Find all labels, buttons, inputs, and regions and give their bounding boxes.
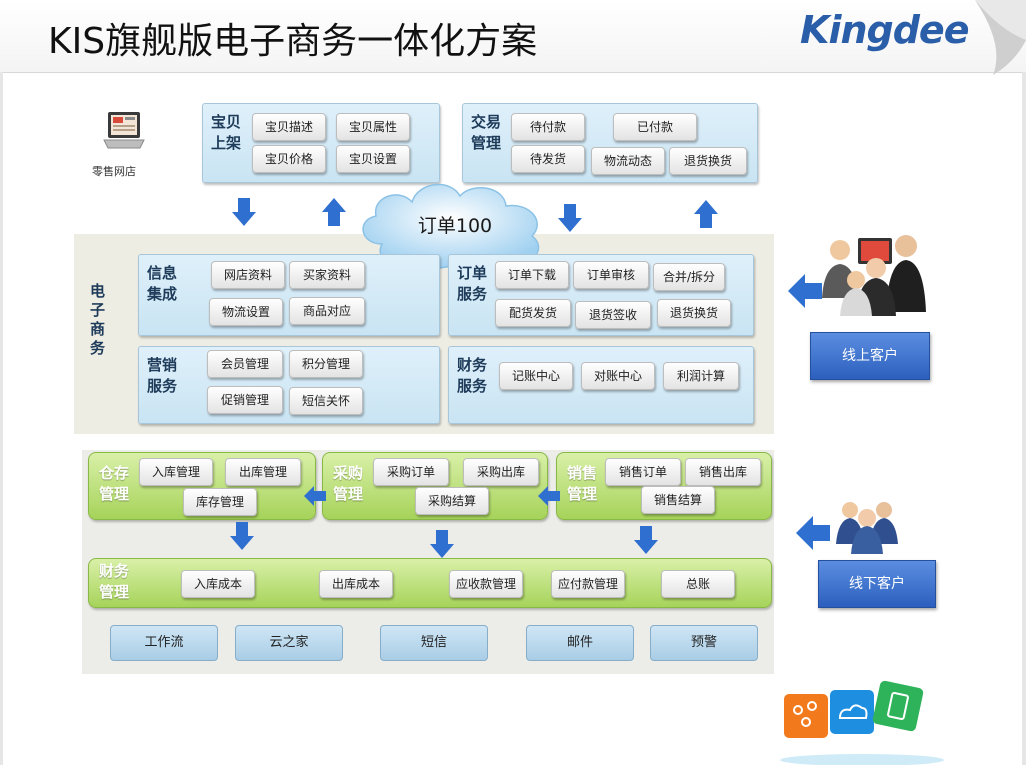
order-label: 订单服务 <box>457 264 488 303</box>
info-item-buyer[interactable]: 买家资料 <box>289 261 365 289</box>
arrow-left-icon <box>788 274 822 308</box>
marketing-panel: 营销服务 会员管理 积分管理 促销管理 短信关怀 <box>138 346 440 424</box>
marketing-item-members[interactable]: 会员管理 <box>207 350 283 378</box>
finance-management-label: 财务管理 <box>99 562 130 601</box>
arrow-down-icon <box>430 530 454 558</box>
finance-item-receivables[interactable]: 应收款管理 <box>449 570 523 598</box>
marketing-item-promotions[interactable]: 促销管理 <box>207 386 283 414</box>
arrow-left-icon <box>796 516 830 550</box>
sales-item-settlement[interactable]: 销售结算 <box>641 486 715 514</box>
finance-item-accounting[interactable]: 记账中心 <box>499 362 573 390</box>
arrow-down-icon <box>558 204 582 232</box>
arrow-left-icon <box>304 486 326 506</box>
sales-item-outbound[interactable]: 销售出库 <box>685 458 761 486</box>
warehouse-item-inventory[interactable]: 库存管理 <box>183 488 257 516</box>
purchase-item-settlement[interactable]: 采购结算 <box>415 487 489 515</box>
finance-item-outbound-cost[interactable]: 出库成本 <box>319 570 393 598</box>
purchase-item-outbound[interactable]: 采购出库 <box>463 458 539 486</box>
arrow-down-icon <box>634 526 658 554</box>
finance-item-profit[interactable]: 利润计算 <box>663 362 739 390</box>
header-bar <box>0 0 1026 73</box>
listing-label: 宝贝上架 <box>211 113 242 152</box>
warehouse-item-outbound[interactable]: 出库管理 <box>225 458 301 486</box>
right-border <box>1022 72 1026 765</box>
offline-customers-icon <box>836 502 898 554</box>
finance-service-panel: 财务服务 记账中心 对账中心 利润计算 <box>448 346 754 424</box>
sales-label: 销售管理 <box>567 464 598 503</box>
sales-panel: 销售管理 销售订单 销售出库 销售结算 <box>556 452 772 520</box>
marketing-label: 营销服务 <box>147 356 178 395</box>
order-item-return-receipt[interactable]: 退货签收 <box>575 301 651 329</box>
trade-item-logistics[interactable]: 物流动态 <box>591 147 665 175</box>
purchase-label: 采购管理 <box>333 464 364 503</box>
left-border <box>0 72 3 765</box>
order-item-download[interactable]: 订单下载 <box>495 261 569 289</box>
trade-item-paid[interactable]: 已付款 <box>613 113 697 141</box>
listing-item-price[interactable]: 宝贝价格 <box>252 145 326 173</box>
order-item-exchange[interactable]: 退货换货 <box>657 299 731 327</box>
offline-customers-button[interactable]: 线下客户 <box>818 560 936 608</box>
arrow-down-icon <box>230 522 254 550</box>
laptop-icon <box>103 112 145 149</box>
retail-store-label: 零售网店 <box>92 165 136 178</box>
arrow-left-icon <box>538 486 560 506</box>
info-item-logistics[interactable]: 物流设置 <box>209 298 283 326</box>
trade-label: 交易管理 <box>471 113 502 152</box>
listing-item-settings[interactable]: 宝贝设置 <box>336 145 410 173</box>
kingdee-logo: Kingdee <box>800 8 969 52</box>
order-item-merge-split[interactable]: 合并/拆分 <box>653 263 725 291</box>
bottom-item-alert[interactable]: 预警 <box>650 625 758 661</box>
bottom-item-email[interactable]: 邮件 <box>526 625 634 661</box>
warehouse-panel: 仓存管理 入库管理 出库管理 库存管理 <box>88 452 316 520</box>
cloud-icon <box>362 183 540 269</box>
finance-item-reconciliation[interactable]: 对账中心 <box>581 362 655 390</box>
marketing-item-points[interactable]: 积分管理 <box>289 350 363 378</box>
trade-item-pending-shipment[interactable]: 待发货 <box>511 145 585 173</box>
finance-item-payables[interactable]: 应付款管理 <box>551 570 625 598</box>
cloud-label: 订单100 <box>417 215 493 237</box>
arrow-down-icon <box>232 198 256 226</box>
order-panel: 订单服务 订单下载 订单审核 合并/拆分 配货发货 退货签收 退货换货 <box>448 254 754 336</box>
finance-item-inbound-cost[interactable]: 入库成本 <box>181 570 255 598</box>
order-item-dispatch[interactable]: 配货发货 <box>495 299 571 327</box>
info-label: 信息集成 <box>147 264 178 303</box>
ecommerce-label: 电子商务 <box>90 282 106 357</box>
bottom-item-yunzhijia[interactable]: 云之家 <box>235 625 343 661</box>
cube-icons-decoration <box>780 680 944 765</box>
online-customers-button[interactable]: 线上客户 <box>810 332 930 380</box>
sales-item-order[interactable]: 销售订单 <box>605 458 681 486</box>
warehouse-label: 仓存管理 <box>99 464 130 503</box>
order-item-review[interactable]: 订单审核 <box>573 261 649 289</box>
finance-management-panel: 财务管理 入库成本 出库成本 应收款管理 应付款管理 总账 <box>88 558 772 608</box>
marketing-item-sms-care[interactable]: 短信关怀 <box>289 387 363 415</box>
listing-item-attributes[interactable]: 宝贝属性 <box>336 113 410 141</box>
online-customers-icon <box>822 235 926 316</box>
warehouse-item-inbound[interactable]: 入库管理 <box>139 458 213 486</box>
purchase-panel: 采购管理 采购订单 采购出库 采购结算 <box>322 452 548 520</box>
arrow-up-icon <box>322 198 346 226</box>
bottom-item-sms[interactable]: 短信 <box>380 625 488 661</box>
info-panel: 信息集成 网店资料 买家资料 物流设置 商品对应 <box>138 254 440 336</box>
trade-item-returns[interactable]: 退货换货 <box>669 147 747 175</box>
trade-panel: 交易管理 待付款 已付款 待发货 物流动态 退货换货 <box>462 103 758 183</box>
listing-item-description[interactable]: 宝贝描述 <box>252 113 326 141</box>
finance-service-label: 财务服务 <box>457 356 488 395</box>
purchase-item-order[interactable]: 采购订单 <box>373 458 449 486</box>
info-item-product-mapping[interactable]: 商品对应 <box>289 297 365 325</box>
page-title: KIS旗舰版电子商务一体化方案 <box>48 21 538 62</box>
finance-item-general-ledger[interactable]: 总账 <box>661 570 735 598</box>
info-item-store[interactable]: 网店资料 <box>211 261 285 289</box>
page-curl-decoration <box>975 0 1026 75</box>
bottom-item-workflow[interactable]: 工作流 <box>110 625 218 661</box>
listing-panel: 宝贝上架 宝贝描述 宝贝属性 宝贝价格 宝贝设置 <box>202 103 440 183</box>
trade-item-pending-payment[interactable]: 待付款 <box>511 113 585 141</box>
arrow-up-icon <box>694 200 718 228</box>
